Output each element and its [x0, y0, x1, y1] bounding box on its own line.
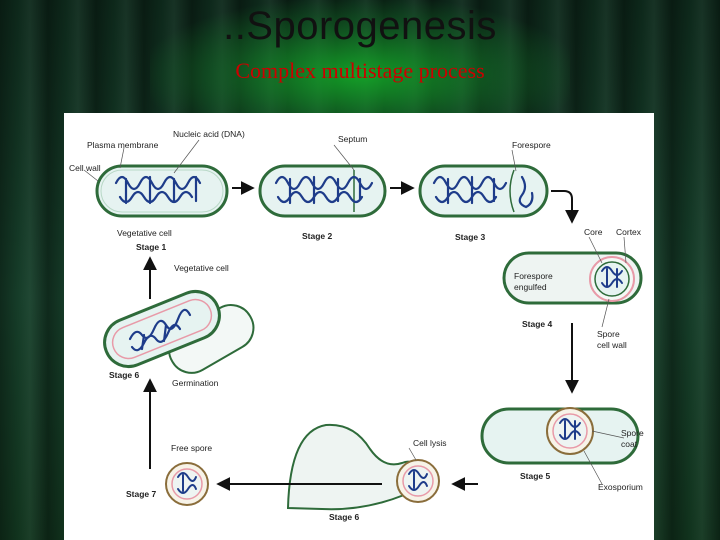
dna-coil	[128, 308, 192, 352]
slide-title: ..Sporogenesis	[223, 4, 497, 48]
stage-label-3: Stage 3	[455, 232, 486, 242]
sporogenesis-figure: Nucleic acid (DNA) Plasma membrane Cell …	[64, 113, 654, 540]
label-germination: Germination	[172, 378, 219, 388]
label-cortex: Cortex	[616, 227, 642, 237]
label-cell-lysis: Cell lysis	[413, 438, 447, 448]
label-exosporium: Exosporium	[598, 482, 643, 492]
stage-label-1: Stage 1	[136, 242, 167, 252]
cycle-arrows	[143, 181, 579, 491]
label-plasma-membrane: Plasma membrane	[87, 140, 159, 150]
dna-coil	[601, 266, 623, 288]
germination-cell	[103, 290, 255, 374]
stage7-free-spore	[165, 462, 209, 506]
label-spore-coat: Spore coat	[621, 428, 646, 449]
stage-label-2: Stage 2	[302, 231, 333, 241]
stage2-cell	[258, 164, 387, 218]
dna-coil	[559, 418, 581, 440]
dna-coil	[114, 175, 202, 205]
label-free-spore: Free spore	[171, 443, 212, 453]
stage1-cell	[95, 164, 229, 218]
label-nucleic-acid: Nucleic acid (DNA)	[173, 129, 245, 139]
sporogenesis-diagram: Nucleic acid (DNA) Plasma membrane Cell …	[69, 129, 646, 522]
stage-label-4: Stage 4	[522, 319, 553, 329]
label-spore-cell-wall: Spore cell wall	[597, 329, 627, 350]
dna-coil	[408, 469, 428, 491]
label-forespore: Forespore	[512, 140, 551, 150]
dna-coil	[432, 175, 534, 209]
stage3-cell	[418, 164, 549, 218]
stage-label-7: Stage 7	[126, 489, 157, 499]
stage-label-6-left: Stage 6	[109, 370, 140, 380]
leader-lines	[83, 139, 627, 485]
stage6-lysed-cell	[286, 423, 440, 511]
label-forespore-engulfed: Forespore engulfed	[514, 271, 555, 292]
slide-subtitle: Complex multistage process	[235, 58, 485, 83]
label-cell-wall: Cell wall	[69, 163, 101, 173]
dna-coil	[177, 472, 197, 494]
label-vegetative-cell: Vegetative cell	[174, 263, 229, 273]
label-septum: Septum	[338, 134, 367, 144]
label-core: Core	[584, 227, 603, 237]
stage-label-5: Stage 5	[520, 471, 551, 481]
stage5-cell	[480, 407, 640, 465]
stage4-cell	[502, 251, 643, 305]
stage-label-6-bottom: Stage 6	[329, 512, 360, 522]
dna-coil	[274, 175, 374, 205]
label-vegetative-cell-top: Vegetative cell	[117, 228, 172, 238]
